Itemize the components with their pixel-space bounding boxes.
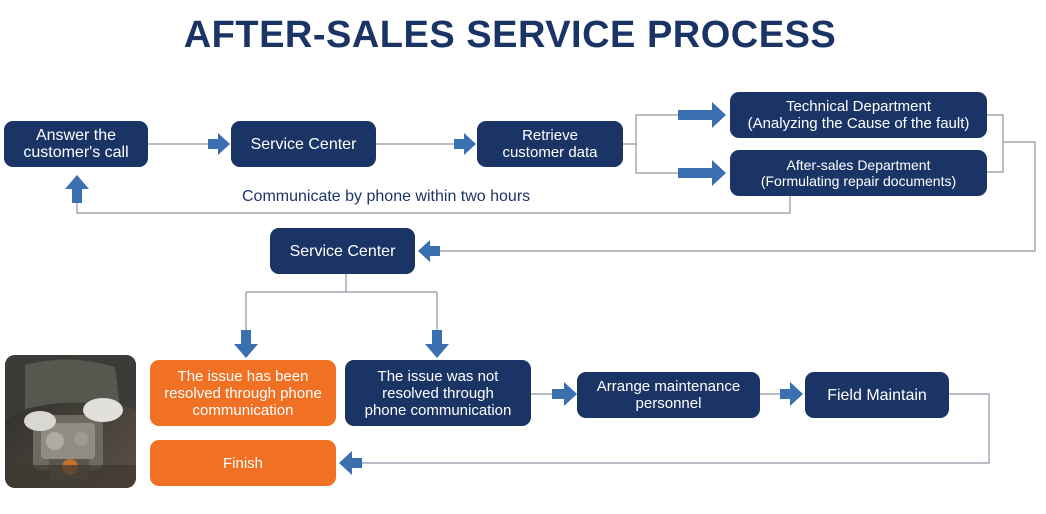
arrow-up-1	[65, 175, 89, 203]
field-maintain-node: Field Maintain	[805, 372, 949, 418]
technical-department-node: Technical Department (Analyzing the Caus…	[730, 92, 987, 138]
after-sales-department-node: After-sales Department (Formulating repa…	[730, 150, 987, 196]
arrange-maintenance-node: Arrange maintenance personnel	[577, 372, 760, 418]
arrow-down-1	[234, 330, 258, 358]
arrow-right-3	[678, 102, 726, 128]
arrow-right-1	[208, 133, 230, 155]
service-center-node-1: Service Center	[231, 121, 376, 167]
arrow-right-2	[454, 133, 476, 155]
service-center-node-2: Service Center	[270, 228, 415, 274]
page-title: AFTER-SALES SERVICE PROCESS	[183, 14, 837, 56]
issue-not-resolved-node: The issue was not resolved through phone…	[345, 360, 531, 426]
communication-note: Communicate by phone within two hours	[242, 188, 531, 205]
arrow-right-6	[780, 382, 803, 406]
arrow-left-1	[418, 240, 440, 262]
arrow-left-2	[339, 451, 362, 475]
arrow-down-2	[425, 330, 449, 358]
answer-call-node: Answer the customer's call	[4, 121, 148, 167]
arrow-right-4	[678, 160, 726, 186]
arrow-right-5	[552, 382, 577, 406]
retrieve-data-node: Retrieve customer data	[477, 121, 623, 167]
finish-node: Finish	[150, 440, 336, 486]
technician-photo	[5, 355, 136, 488]
issue-resolved-node: The issue has been resolved through phon…	[150, 360, 336, 426]
